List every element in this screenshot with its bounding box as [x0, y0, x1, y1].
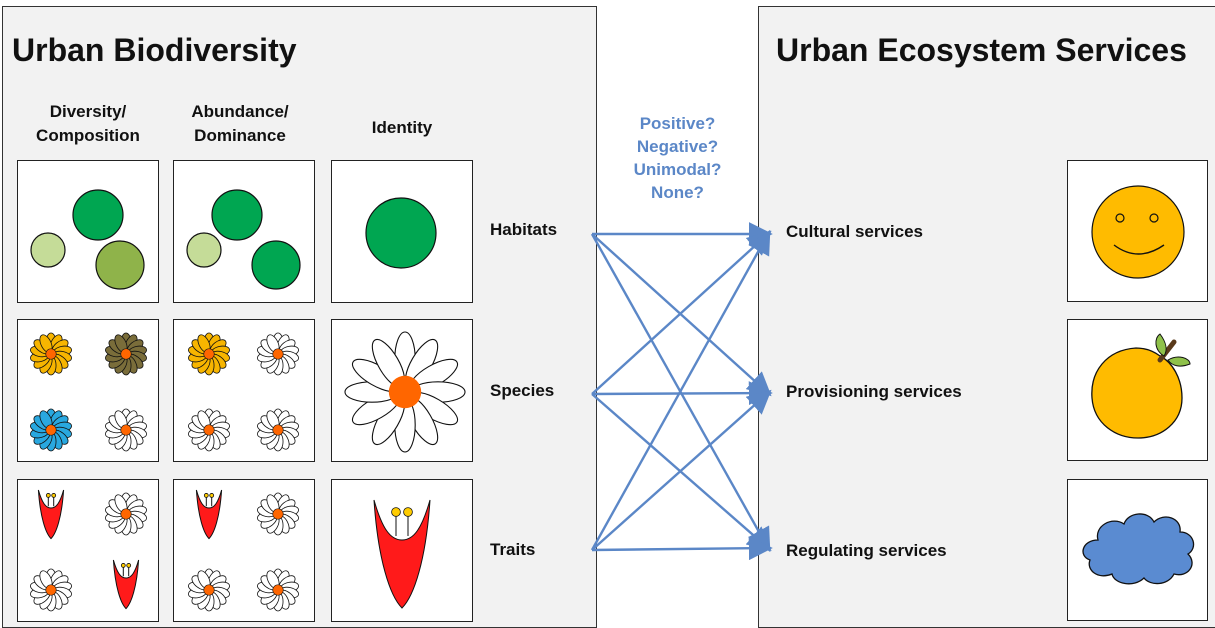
habitat-identity-box	[331, 160, 473, 303]
flower-icon	[188, 408, 230, 452]
fruit-icon	[1091, 333, 1191, 439]
flower-icon	[344, 331, 466, 453]
column-header-diversity: Diversity/ Composition	[36, 102, 140, 145]
regulating-service-box	[1067, 479, 1208, 621]
habitat-abundance-circles	[186, 189, 301, 290]
cultural-service-box	[1067, 160, 1208, 302]
habitat-diversity-circles	[30, 189, 145, 290]
level-label-species: Species	[490, 381, 555, 400]
arrow-traits-to-provisioning	[591, 389, 772, 551]
provisioning-service-box	[1067, 319, 1208, 461]
species-abundance-box	[173, 319, 315, 462]
relationship-question: Positive? Negative? Unimodal? None?	[633, 114, 722, 202]
column-header-identity: Identity	[371, 118, 433, 137]
service-label-cultural: Cultural services	[786, 222, 924, 241]
ecosystem-services-title: Urban Ecosystem Services	[776, 32, 1187, 68]
arrow-species-to-cultural	[591, 230, 772, 395]
flower-icon	[30, 568, 72, 612]
level-label-habitats: Habitats	[490, 220, 558, 239]
level-label-traits: Traits	[490, 540, 536, 559]
cloud-icon	[1082, 513, 1195, 585]
red-trait-flower-icon	[37, 489, 65, 540]
red-trait-flower-icon	[373, 499, 431, 609]
flower-icon	[188, 332, 230, 376]
service-label-provisioning: Provisioning services	[786, 382, 962, 401]
flower-icon	[105, 492, 147, 536]
habitat-diversity-box	[17, 160, 159, 303]
arrow-traits-to-regulating	[591, 536, 773, 561]
flower-icon	[105, 332, 147, 376]
flower-icon	[30, 408, 72, 452]
species-identity-box	[331, 319, 473, 462]
traits-abundance-box	[173, 479, 315, 622]
red-trait-flower-icon	[195, 489, 223, 540]
arrow-traits-to-cultural	[590, 229, 771, 551]
species-abundance-flowers	[188, 332, 299, 452]
species-diversity-flowers	[30, 332, 147, 452]
flower-icon	[257, 492, 299, 536]
traits-identity-box	[331, 479, 473, 622]
flower-icon	[105, 408, 147, 452]
traits-diversity-box	[17, 479, 159, 622]
traits-abundance-flowers	[188, 489, 299, 612]
smiley-face-icon	[1091, 185, 1185, 279]
traits-identity-flower	[373, 499, 431, 609]
column-header-abundance: Abundance/ Dominance	[191, 102, 289, 145]
flower-icon	[257, 568, 299, 612]
flower-icon	[188, 568, 230, 612]
biodiversity-title: Urban Biodiversity	[12, 32, 297, 68]
species-diversity-box	[17, 319, 159, 462]
habitat-abundance-box	[173, 160, 315, 303]
habitat-identity-circle	[365, 197, 437, 269]
species-identity-flower	[344, 331, 466, 453]
service-label-regulating: Regulating services	[786, 541, 947, 560]
flower-icon	[257, 408, 299, 452]
flower-icon	[257, 332, 299, 376]
traits-diversity-flowers	[30, 489, 147, 612]
red-trait-flower-icon	[112, 559, 140, 610]
flower-icon	[30, 332, 72, 376]
